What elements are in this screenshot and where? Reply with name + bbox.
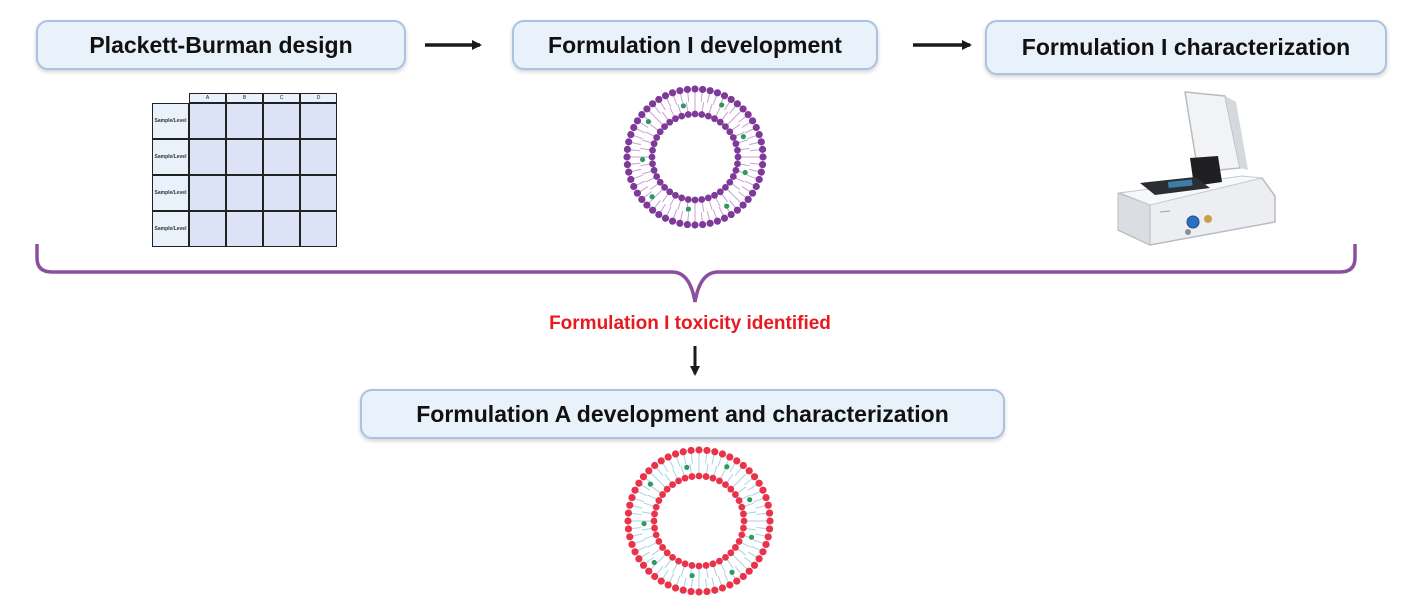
table-row-label: Sample/Level: [152, 175, 189, 211]
formulation-i-development-label: Formulation I development: [548, 31, 842, 58]
table-col-header: A: [189, 93, 226, 103]
plackett-burman-box: Plackett-Burman design: [36, 20, 406, 70]
formulation-i-characterization-box: Formulation I characterization: [985, 20, 1387, 75]
table-row-label: Sample/Level: [152, 103, 189, 139]
table-col-header: B: [226, 93, 263, 103]
toxicity-identified-label: Formulation I toxicity identified: [549, 313, 831, 334]
plackett-burman-label: Plackett-Burman design: [89, 31, 353, 58]
curly-bracket: [35, 244, 1357, 303]
formulation-i-development-box: Formulation I development: [512, 20, 878, 70]
formulation-a-box: Formulation A development and characteri…: [360, 389, 1005, 439]
plackett-burman-table-icon: A B C D Sample/Level Sample/Level Sample…: [152, 93, 337, 247]
table-col-header: C: [263, 93, 300, 103]
table-col-header: D: [300, 93, 337, 103]
formulation-a-label: Formulation A development and characteri…: [416, 400, 949, 427]
formulation-i-characterization-label: Formulation I characterization: [1021, 34, 1351, 60]
table-row-label: Sample/Level: [152, 211, 189, 247]
table-row-label: Sample/Level: [152, 139, 189, 175]
